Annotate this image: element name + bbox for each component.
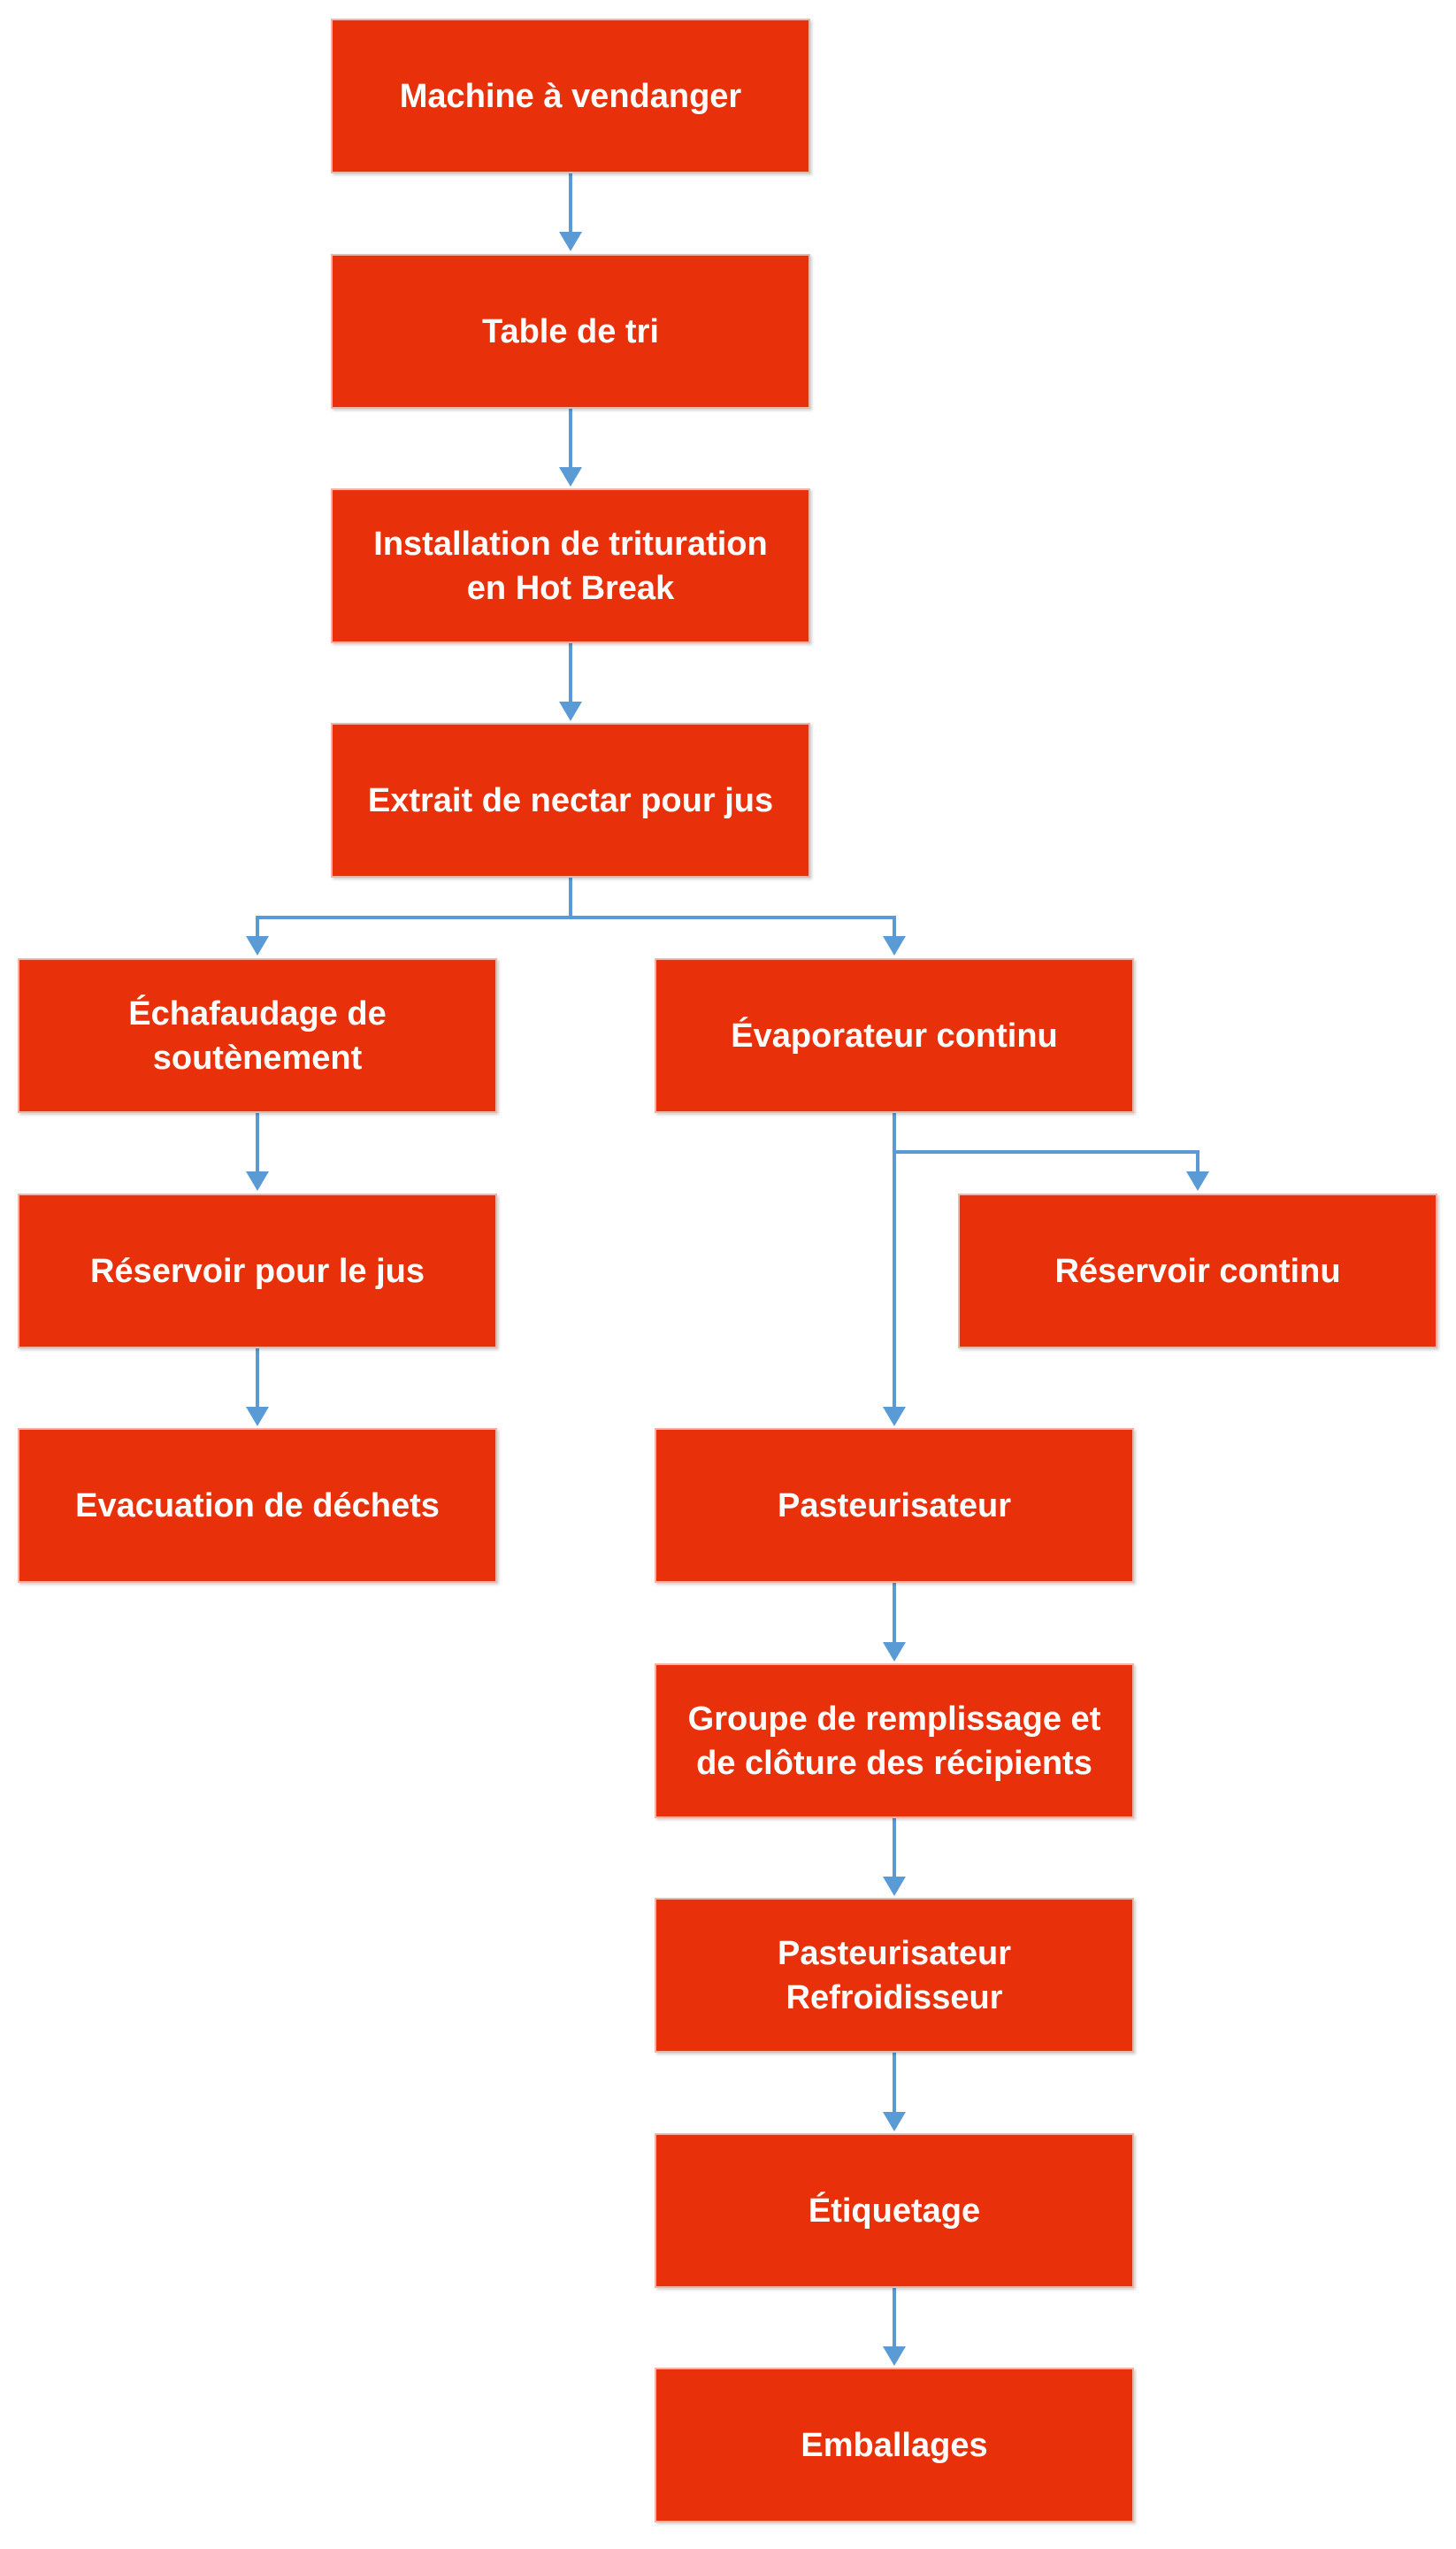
node-etiquetage: Étiquetage	[655, 2133, 1134, 2288]
node-installation-trituration: Installation de trituration en Hot Break	[331, 488, 810, 643]
arrow-installation-to-extrait	[559, 702, 582, 721]
arrow-machine-to-table	[559, 232, 582, 251]
node-label: Évaporateur continu	[731, 1017, 1058, 1055]
node-table-de-tri: Table de tri	[331, 254, 810, 409]
node-emballages: Emballages	[655, 2368, 1134, 2522]
connector-evaporateur-to-reservoir-continu	[893, 1113, 1199, 1182]
node-label: Evacuation de déchets	[75, 1486, 440, 1524]
node-reservoir-continu: Réservoir continu	[958, 1194, 1437, 1348]
connector-extrait-to-evaporateur	[571, 916, 896, 947]
node-label: Étiquetage	[808, 2192, 981, 2230]
node-label: Pasteurisateur	[777, 1486, 1011, 1524]
connector-extrait-split	[256, 878, 572, 947]
arrow-extrait-to-evaporateur	[883, 936, 906, 956]
node-extrait-nectar: Extrait de nectar pour jus	[331, 723, 810, 878]
node-label: Groupe de remplissage et de clôture des …	[687, 1700, 1101, 1782]
arrow-groupe-to-refroidisseur	[883, 1877, 906, 1896]
arrow-extrait-to-echafaudage	[246, 936, 269, 956]
arrow-refroidisseur-to-etiquetage	[883, 2112, 906, 2131]
arrow-table-to-installation	[559, 467, 582, 487]
node-groupe-remplissage: Groupe de remplissage et de clôture des …	[655, 1663, 1134, 1818]
node-label: Emballages	[801, 2426, 988, 2464]
node-machine-a-vendanger: Machine à vendanger	[331, 19, 810, 173]
arrow-etiquetage-to-emballages	[883, 2346, 906, 2366]
arrow-evaporateur-to-pasteurisateur	[883, 1407, 906, 1426]
node-label: Pasteurisateur Refroidisseur	[777, 1934, 1011, 2016]
node-label: Table de tri	[482, 312, 659, 350]
node-pasteurisateur-refroidisseur: Pasteurisateur Refroidisseur	[655, 1898, 1134, 2053]
arrow-pasteurisateur-to-groupe	[883, 1642, 906, 1662]
arrow-evaporateur-to-reservoir-continu	[1186, 1171, 1209, 1191]
node-label: Extrait de nectar pour jus	[367, 781, 774, 819]
node-label: Installation de trituration en Hot Break	[373, 525, 768, 607]
node-label: Échafaudage de soutènement	[128, 994, 387, 1077]
node-echafaudage: Échafaudage de soutènement	[18, 958, 497, 1113]
node-reservoir-jus: Réservoir pour le jus	[18, 1194, 497, 1348]
arrow-reservoir-jus-to-evacuation	[246, 1407, 269, 1426]
node-pasteurisateur: Pasteurisateur	[655, 1428, 1134, 1583]
node-evacuation-dechets: Evacuation de déchets	[18, 1428, 497, 1583]
node-label: Machine à vendanger	[399, 77, 742, 115]
node-label: Réservoir continu	[1054, 1252, 1341, 1290]
arrow-echafaudage-to-reservoir-jus	[246, 1171, 269, 1191]
node-evaporateur: Évaporateur continu	[655, 958, 1134, 1113]
node-label: Réservoir pour le jus	[89, 1252, 425, 1290]
